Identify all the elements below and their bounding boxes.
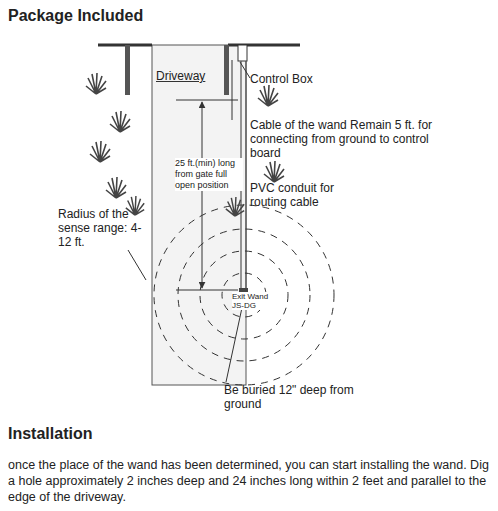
note: Radius of the sense range: 4-12 ft. (58, 207, 146, 249)
dimension: 25 ft.(min) long from gate full open pos… (175, 158, 243, 191)
heading: Installation (8, 425, 208, 443)
paragraph: once the place of the wand has been dete… (8, 457, 490, 505)
note: PVC conduit for routing cable (250, 181, 370, 209)
region-label: Driveway (156, 69, 205, 83)
part-label: Exit Wand JS-DG (232, 292, 272, 310)
title: Package Included (8, 7, 143, 25)
part-label: Control Box (250, 72, 370, 86)
note: Cable of the wand Remain 5 ft. for conne… (250, 118, 440, 160)
driveway-band: Driveway (152, 45, 246, 385)
note: Be buried 12" deep from ground (224, 383, 354, 411)
